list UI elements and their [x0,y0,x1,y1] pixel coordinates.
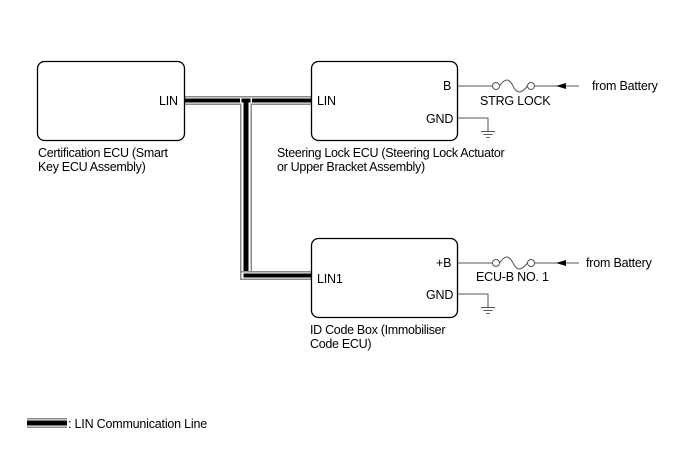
id-code-box-fuse-label: ECU-B NO. 1 [476,270,549,284]
fuse-terminal [492,82,500,90]
fuse-terminal [492,259,500,267]
certification-ecu-box [36,60,186,142]
arrow-left-icon [556,83,566,89]
steering-lock-fuse-label: STRG LOCK [480,94,551,108]
id-code-box-source-label: from Battery [586,256,652,270]
id-code-box-caption: ID Code Box (Immobiliser Code ECU) [310,323,446,351]
fuse-terminal [527,82,535,90]
id-code-box-power-circuit [458,256,579,270]
legend-lin-line-icon [27,418,67,428]
id-code-box-ground [458,293,495,314]
lin-communication-line [185,96,311,280]
steering-lock-ecu-caption: Steering Lock ECU (Steering Lock Actuato… [277,146,505,174]
id-code-box-b-pin: +B [436,256,452,270]
steering-lock-source-label: from Battery [592,79,658,93]
steering-lock-ground [458,117,495,138]
id-code-box-gnd-pin: GND [426,288,454,302]
steering-lock-ecu-box [310,60,459,142]
steering-lock-power-circuit [458,79,579,93]
arrow-left-icon [556,260,566,266]
fuse-icon [499,256,528,270]
legend-label: : LIN Communication Line [68,417,208,431]
steering-lock-ecu-b-pin: B [443,79,452,93]
id-code-box-lin1-pin: LIN1 [317,272,343,286]
certification-ecu-lin-pin: LIN [159,94,178,108]
certification-ecu-caption: Certification ECU (Smart Key ECU Assembl… [38,146,168,174]
fuse-terminal [527,259,535,267]
steering-lock-ecu-gnd-pin: GND [426,112,454,126]
id-code-box-box [310,237,459,319]
steering-lock-ecu-lin-pin: LIN [317,94,336,108]
fuse-icon [499,79,528,93]
